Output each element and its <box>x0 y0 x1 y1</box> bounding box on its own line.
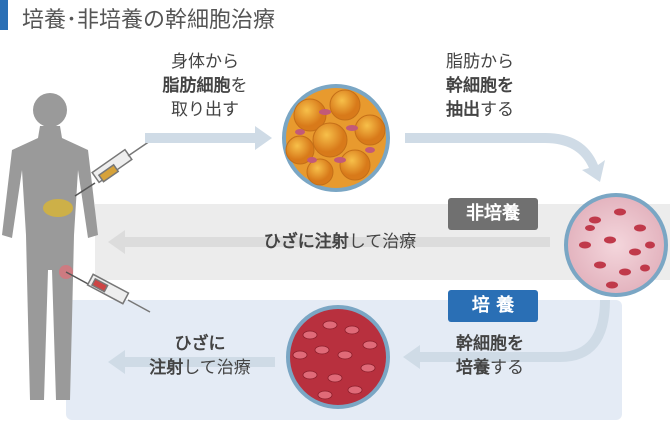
label-bold: ひざに <box>174 334 226 354</box>
fat-cells-image <box>282 84 390 192</box>
non-cultured-badge: 非培養 <box>448 198 538 230</box>
cultured-inject-label: ひざに 注射して治療 <box>130 332 270 380</box>
syringe-icon <box>74 140 151 197</box>
label-bold: 幹細胞を <box>456 334 524 354</box>
step-extract-stem-label: 脂肪から 幹細胞を 抽出する <box>415 50 545 122</box>
label-text: して治療 <box>348 232 417 252</box>
label-line: 幹細胞を <box>415 74 545 98</box>
arrow-inject-cultured <box>108 350 275 374</box>
stem-cells-image <box>564 193 668 297</box>
cultured-badge: 培 養 <box>448 290 538 322</box>
label-text: して治療 <box>183 358 251 378</box>
arrow-extract <box>145 126 272 150</box>
label-line: 抽出する <box>415 98 545 122</box>
syringe-icon <box>65 271 151 313</box>
label-bold: 幹細胞を <box>446 76 514 96</box>
label-line: 脂肪から <box>446 52 514 72</box>
culture-step-label: 幹細胞を 培養する <box>430 332 550 380</box>
human-silhouette-icon <box>2 93 98 400</box>
label-line: 幹細胞を <box>430 332 550 356</box>
step-extract-fat-label: 身体から 脂肪細胞を 取り出す <box>135 50 275 122</box>
label-bold: 培養 <box>456 358 490 378</box>
label-line: 培養する <box>430 356 550 380</box>
label-bold: 脂肪細胞 <box>162 76 231 96</box>
fat-area-highlight <box>43 199 73 217</box>
title-accent-bar <box>0 0 8 30</box>
label-bold: 抽出 <box>446 100 480 120</box>
non-cultured-inject-label: ひざに注射して治療 <box>220 230 460 254</box>
arrows <box>108 126 610 374</box>
arrow-culture <box>403 300 610 369</box>
label-text: を <box>230 76 248 96</box>
label-bold: 注射 <box>149 358 184 378</box>
label-text: する <box>480 100 514 120</box>
label-line: 脂肪細胞を <box>135 74 275 98</box>
label-line: ひざに <box>130 332 270 356</box>
label-text: する <box>490 358 524 378</box>
cultured-cells-image <box>286 305 390 409</box>
label-bold: ひざに注射 <box>263 232 349 252</box>
arrow-inject-noncultured <box>108 230 550 254</box>
diagram-title: 培養･非培養の幹細胞治療 <box>22 8 276 33</box>
label-line: 注射して治療 <box>130 356 270 380</box>
arrow-to-stem <box>405 133 605 182</box>
label-line: 取り出す <box>171 100 239 120</box>
label-line: 身体から <box>171 52 239 72</box>
